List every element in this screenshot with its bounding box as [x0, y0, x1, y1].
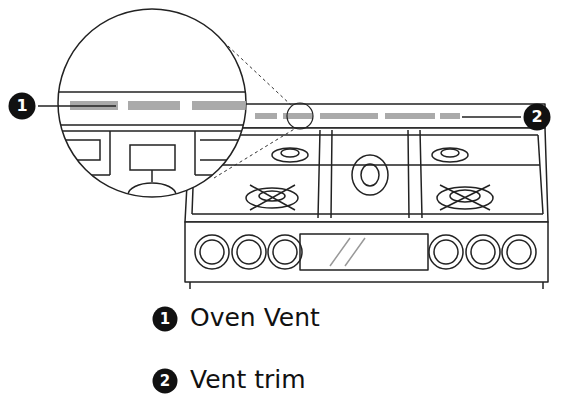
callout-number: 1	[8, 92, 36, 120]
callout-disc	[524, 104, 551, 131]
callout-disc	[153, 369, 178, 394]
part-name: Oven Vent	[190, 303, 320, 333]
callout-number: 1	[152, 306, 178, 332]
callout-number: 2	[152, 368, 178, 394]
callout-number: 2	[523, 103, 551, 131]
part-name: Vent trim	[190, 365, 306, 395]
callout-disc	[9, 93, 36, 120]
callout-text: 2	[160, 374, 170, 389]
callout-text: 1	[160, 312, 170, 327]
callout-disc	[153, 307, 178, 332]
callout-text: 2	[531, 109, 542, 125]
callout-text: 1	[16, 98, 27, 114]
